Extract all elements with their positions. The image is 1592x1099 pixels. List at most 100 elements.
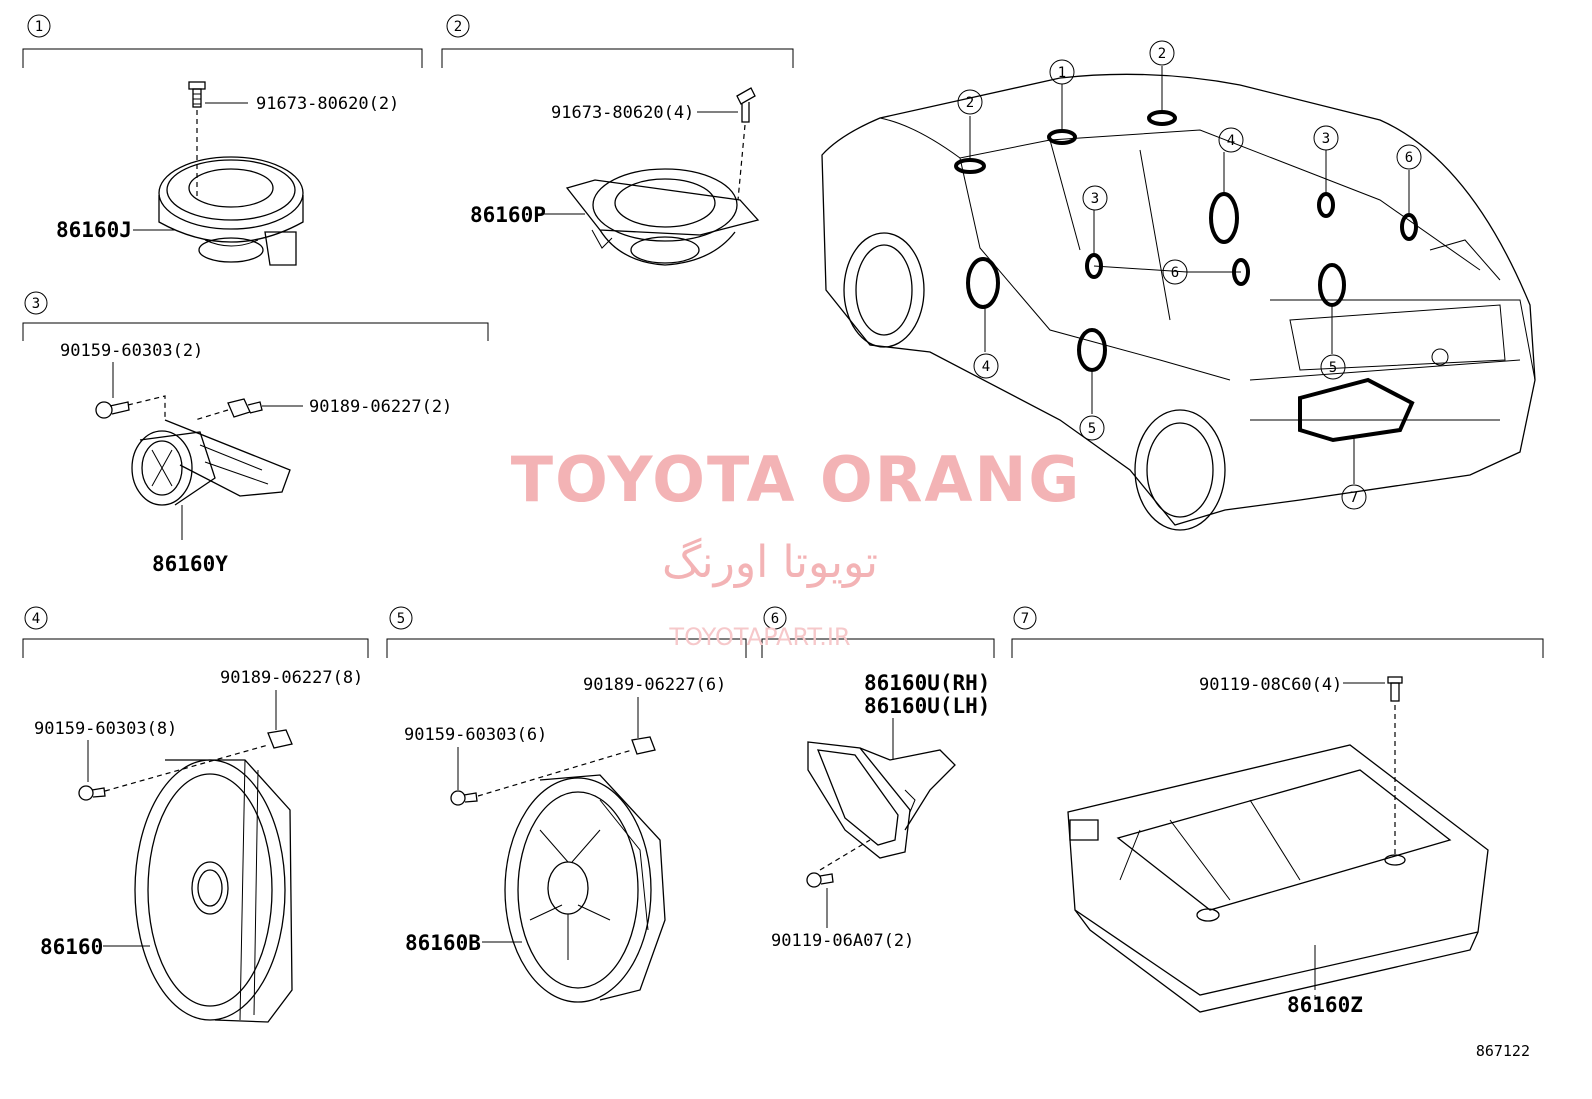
section-1-screw-label: 91673-80620(2) [256,94,399,114]
screw-icon [806,872,834,888]
section-1-marker [27,14,51,38]
section-2-number: 2 [454,19,462,35]
callout-circle [1313,125,1339,151]
pos-1-ring [1047,129,1077,145]
section-5-drawing: 90189-06227(6) 90159-60303(6) 86160B [404,675,726,1003]
section-4-drawing: 90189-06227(8) 90159-60303(8) 86160 [34,668,363,1023]
clip-icon [631,736,656,755]
callout-circle [1082,185,1108,211]
callout-label: 5 [1088,421,1096,437]
section-1-speaker-label: 86160J [56,218,132,242]
callout-circle [957,89,983,115]
callout-label: 6 [1171,265,1179,281]
section-2-bracket [441,48,794,68]
section-1-number: 1 [35,19,43,35]
section-5-speaker-label: 86160B [405,931,481,955]
section-7-drawing: 90119-08C60(4) 86160Z [1067,675,1489,1017]
section-7-bracket [1011,638,1544,658]
tweeter-speaker-icon [565,168,760,266]
section-1-drawing: 91673-80620(2) 86160J [56,81,399,266]
callout-label: 3 [1322,131,1330,147]
callout-circle [973,353,999,379]
section-3-clip-label: 90189-06227(2) [309,397,452,417]
callout-label: 6 [1405,150,1413,166]
callout-label: 2 [966,95,974,111]
section-3-number: 3 [32,296,40,312]
mid-speaker-icon [131,419,291,506]
pos-4-rear-ring [1209,192,1239,244]
section-6-number: 6 [771,611,779,627]
door-speaker-icon [504,774,666,1003]
section-2-marker [446,14,470,38]
section-1-bracket [22,48,423,68]
screw-icon [188,81,206,108]
tweeter-speaker-icon [158,156,304,266]
section-4-speaker-label: 86160 [40,935,103,959]
section-4-header: 4 [22,606,369,658]
section-4-screw-label: 90159-60303(8) [34,719,177,739]
surround-speaker-icon [807,741,956,859]
section-2-screw-label: 91673-80620(4) [551,103,694,123]
section-7-header: 7 [1011,606,1544,658]
section-7-number: 7 [1021,611,1029,627]
section-5-number: 5 [397,611,405,627]
watermark-site: TOYOTAPART.IR [669,623,851,651]
callout-label: 4 [982,359,990,375]
callout-label: 2 [1158,46,1166,62]
screw-icon [736,87,756,123]
section-2-speaker-label: 86160P [470,203,546,227]
section-3-speaker-label: 86160Y [152,552,228,576]
pos-3-rear-ring [1317,192,1335,218]
section-4-bracket [22,638,369,658]
section-5-clip-label: 90189-06227(6) [583,675,726,695]
section-6-rh-label: 86160U(RH) [864,671,990,695]
pos-4-front-ring [966,257,1000,309]
section-5-screw-label: 90159-60303(6) [404,725,547,745]
section-2-header: 2 [441,14,794,68]
amplifier-box-icon [1067,744,1489,1013]
section-5-bracket [386,638,747,658]
callout-label: 4 [1227,133,1235,149]
car-body-outline [821,73,1536,531]
screw-icon [450,790,478,806]
callout-circle [1396,144,1422,170]
screw-icon [78,785,106,801]
pos-5-front-ring [1077,328,1107,372]
callout-circle [1162,259,1188,285]
callout-circle [1149,40,1175,66]
callout-circle [1218,127,1244,153]
screw-icon [1387,676,1403,702]
section-7-marker [1013,606,1037,630]
section-6-header: 6 [761,606,995,658]
section-3-screw-label: 90159-60303(2) [60,341,203,361]
section-6-screw-label: 90119-06A07(2) [771,931,914,951]
door-speaker-icon [134,759,293,1023]
callout-label: 3 [1091,191,1099,207]
car-callouts: 2 1 2 4 3 3 6 6 4 5 5 7 [957,40,1422,510]
callout-label: 1 [1058,65,1066,81]
section-4-marker [24,606,48,630]
section-3-bracket [22,322,489,341]
section-1-header: 1 [22,14,423,68]
clip-icon [267,729,293,749]
pos-2-front-ring [954,158,986,174]
section-3-header: 3 [22,291,489,341]
section-5-header: 5 [386,606,747,658]
pos-6-rear-ring [1400,213,1418,241]
pos-2-rear-ring [1147,110,1177,126]
screw-icon [95,401,130,419]
section-2-drawing: 91673-80620(4) 86160P [470,87,760,266]
section-3-marker [24,291,48,315]
callout-circle [1320,354,1346,380]
section-5-marker [389,606,413,630]
pos-5-rear-ring [1318,263,1346,307]
section-6-drawing: 86160U(RH) 86160U(LH) 90119-06A07(2) [771,671,990,951]
vehicle-overview: 2 1 2 4 3 3 6 6 4 5 5 7 [821,40,1536,531]
section-7-screw-label: 90119-08C60(4) [1199,675,1342,695]
section-6-marker [763,606,787,630]
callout-label: 5 [1329,360,1337,376]
callout-circle [1341,484,1367,510]
section-6-bracket [761,638,995,658]
callout-label: 7 [1350,490,1358,506]
callout-circle [1049,59,1075,85]
